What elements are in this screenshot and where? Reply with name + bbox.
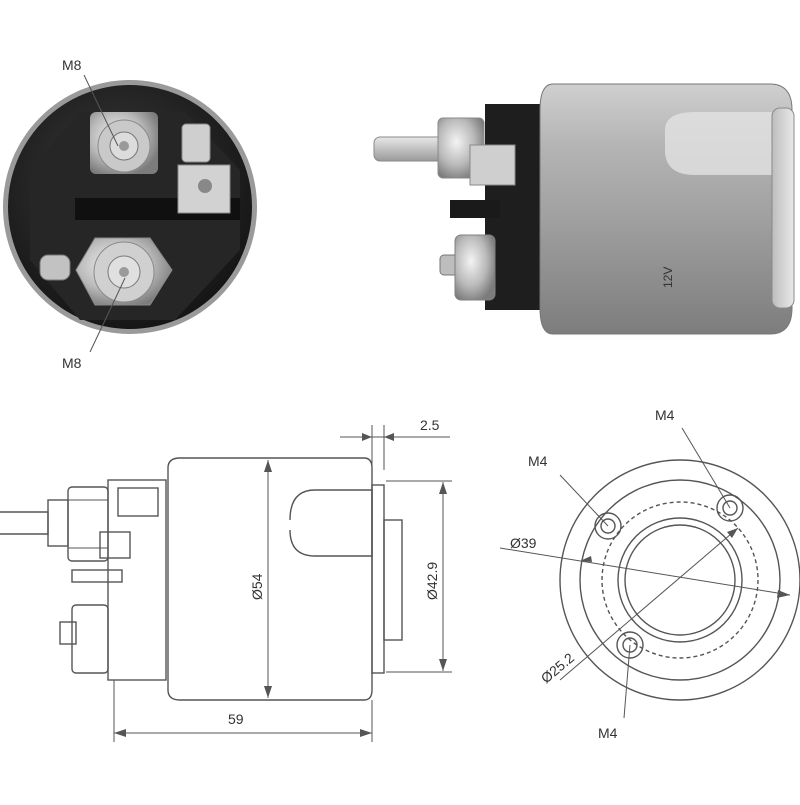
- flange-dim-label: 2.5: [420, 417, 440, 433]
- spade-terminal: [177, 123, 231, 214]
- end-drawing: M4 M4 M4 Ø39 Ø25.2: [499, 407, 800, 741]
- side-spade: [469, 144, 516, 186]
- body-marking: 12V: [661, 267, 675, 288]
- end-outer-circle: [559, 459, 800, 701]
- hole-left-label: M4: [528, 453, 548, 469]
- top-terminal-stud: [90, 112, 158, 174]
- body-diameter-label: Ø54: [249, 573, 265, 600]
- hole-top-right: [716, 494, 744, 522]
- side-view-photo: 12V: [373, 83, 795, 335]
- bore-circle: [617, 517, 743, 643]
- side-front-face: [771, 107, 795, 309]
- hole-top-right-label: M4: [655, 407, 675, 423]
- bottom-terminal-stud: [39, 237, 173, 306]
- length-label: 59: [228, 711, 244, 727]
- hole-left: [594, 512, 622, 540]
- hole-bottom: [616, 631, 644, 659]
- bolt-circle-label: Ø39: [510, 535, 537, 551]
- end-view-photo: M8 M8: [3, 57, 257, 371]
- hole-bottom-label: M4: [598, 725, 618, 741]
- side-stud: [373, 136, 445, 162]
- side-lower-nut: [454, 234, 496, 301]
- flange-diameter-label: Ø42.9: [424, 562, 440, 600]
- side-drawing: 2.5 Ø54 Ø42.9 59: [0, 417, 452, 742]
- bottom-stud-label: M8: [62, 355, 82, 371]
- top-stud-label: M8: [62, 57, 82, 73]
- bore-diameter-label: Ø25.2: [538, 649, 578, 686]
